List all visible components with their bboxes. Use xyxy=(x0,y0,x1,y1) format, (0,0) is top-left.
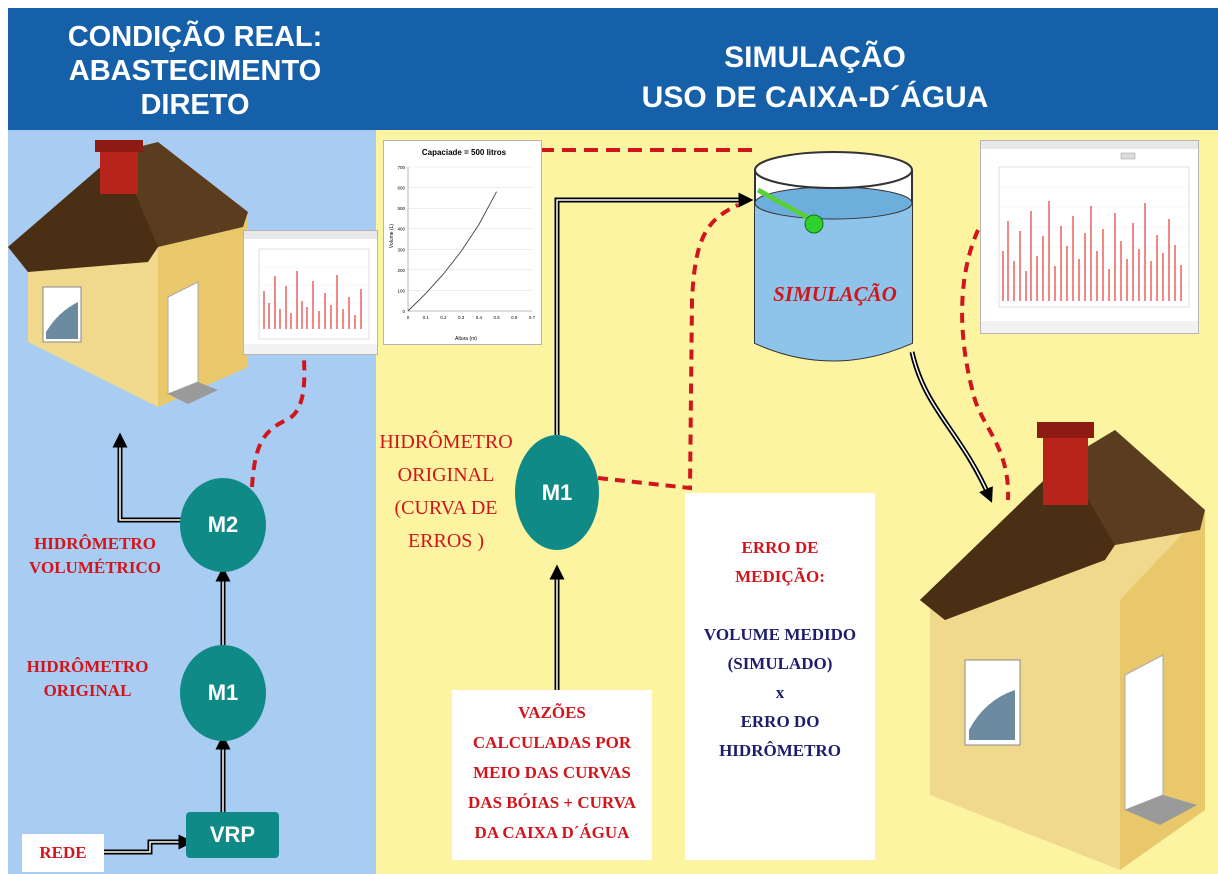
meter-m1-left-circle: M1 xyxy=(180,645,266,741)
curve-chart-ylabel: Volume (L) xyxy=(389,224,395,249)
label-original-meter-left: HIDRÔMETRO ORIGINAL xyxy=(15,655,160,703)
tank-volume-curve-chart: Capaciade = 500 litros Altura (m) Volume… xyxy=(383,140,542,345)
label-original-right-line-2: ORIGINAL xyxy=(397,464,495,486)
rede-label: REDE xyxy=(39,843,87,862)
meter-m2-label: M2 xyxy=(207,512,239,537)
curve-chart-title: Capaciade = 500 litros xyxy=(422,148,507,157)
meter-m1-right-circle: M1 xyxy=(515,435,599,550)
left-title: CONDIÇÃO REAL: ABASTECIMENTO DIRETO xyxy=(20,20,370,122)
curve-chart-xtick: 0.2 xyxy=(440,315,447,320)
meter-m2-circle: M2 xyxy=(180,478,266,572)
flow-box-line-2: CALCULADAS POR xyxy=(472,733,632,752)
left-title-line-2: ABASTECIMENTO xyxy=(68,55,322,87)
curve-chart-xtick: 0 xyxy=(407,315,410,320)
right-title: SIMULAÇÃO USO DE CAIXA-D´ÁGUA xyxy=(600,38,1030,118)
label-original-right-line-4: ERROS ) xyxy=(407,530,485,552)
label-original-left-line-2: ORIGINAL xyxy=(43,681,132,700)
curve-chart-xtick: 0.1 xyxy=(423,315,430,320)
header-bar xyxy=(8,8,1218,130)
water-tank-illustration xyxy=(754,151,913,362)
measurement-error-box: ERRO DE MEDIÇÃO: VOLUME MEDIDO (SIMULADO… xyxy=(685,493,875,860)
curve-chart-xtick: 0.5 xyxy=(493,315,500,320)
meter-m1-right-label: M1 xyxy=(541,479,573,505)
label-original-meter-right: HIDRÔMETRO ORIGINAL (CURVA DE ERROS ) xyxy=(376,426,516,558)
curve-chart-ytick: 500 xyxy=(397,206,405,211)
error-box-line-8: HIDRÔMETRO xyxy=(719,741,841,760)
label-volumetric-line-2: VOLUMÉTRICO xyxy=(29,558,161,577)
tank-simulation-text: SIMULAÇÃO xyxy=(773,282,897,306)
label-original-left-line-1: HIDRÔMETRO xyxy=(26,657,149,676)
curve-chart-xtick: 0.7 xyxy=(529,315,536,320)
right-simulated-consumption-chart-thumbnail xyxy=(980,140,1199,334)
house-left-illustration xyxy=(8,140,248,407)
error-box-line-2: MEDIÇÃO: xyxy=(735,567,825,586)
left-title-line-3: DIRETO xyxy=(140,89,250,121)
tank-simulation-label: SIMULAÇÃO xyxy=(760,282,910,307)
curve-chart-ytick: 200 xyxy=(397,268,405,273)
error-box-line-6: x xyxy=(775,683,785,702)
curve-chart-ytick: 0 xyxy=(402,309,405,314)
flow-box-line-1: VAZÕES xyxy=(518,703,586,722)
flow-box-line-5: DA CAIXA D´ÁGUA xyxy=(474,823,630,842)
curve-chart-ytick: 400 xyxy=(397,227,405,232)
flow-calculation-box: VAZÕES CALCULADAS POR MEIO DAS CURVAS DA… xyxy=(452,690,652,860)
curve-chart-xlabel: Altura (m) xyxy=(455,336,477,342)
curve-chart-ytick: 700 xyxy=(397,165,405,170)
error-box-line-7: ERRO DO xyxy=(740,712,820,731)
label-original-right-line-1: HIDRÔMETRO xyxy=(379,431,513,453)
error-box-line-1: ERRO DE xyxy=(741,538,819,557)
error-box-line-3 xyxy=(685,591,875,620)
left-consumption-chart-thumbnail xyxy=(243,230,378,355)
label-original-right-line-3: (CURVA DE xyxy=(394,497,498,519)
error-box-line-5: (SIMULADO) xyxy=(727,654,833,673)
curve-chart-ytick: 300 xyxy=(397,247,405,252)
label-volumetric-line-1: HIDRÔMETRO xyxy=(34,534,156,553)
label-volumetric-meter: HIDRÔMETRO VOLUMÉTRICO xyxy=(20,532,170,580)
right-title-line-2: USO DE CAIXA-D´ÁGUA xyxy=(641,81,989,114)
curve-chart-axes xyxy=(407,167,532,312)
curve-chart-ytick: 100 xyxy=(397,288,405,293)
flow-box-line-3: MEIO DAS CURVAS xyxy=(473,763,631,782)
flow-box-line-4: DAS BÓIAS + CURVA xyxy=(468,793,636,812)
rede-label-box: REDE xyxy=(22,834,104,872)
curve-chart-ytick: 600 xyxy=(397,186,405,191)
error-box-line-4: VOLUME MEDIDO xyxy=(703,625,857,644)
curve-chart-xtick: 0.6 xyxy=(511,315,518,320)
meter-m1-left-label: M1 xyxy=(207,680,239,705)
curve-chart-series-line xyxy=(407,191,497,312)
curve-chart-xtick: 0.3 xyxy=(458,315,465,320)
house-right-illustration xyxy=(920,422,1205,870)
curve-chart-xtick: 0.4 xyxy=(476,315,483,320)
right-title-line-1: SIMULAÇÃO xyxy=(724,41,906,74)
vrp-box: VRP xyxy=(186,812,279,858)
vrp-label: VRP xyxy=(209,822,256,847)
left-title-line-1: CONDIÇÃO REAL: xyxy=(67,21,323,53)
